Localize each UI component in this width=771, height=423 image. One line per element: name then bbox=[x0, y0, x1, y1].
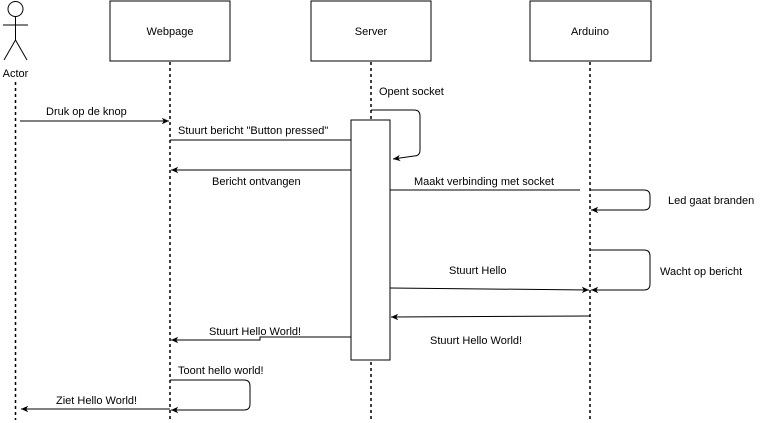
message-label-wacht: Wacht op bericht bbox=[660, 266, 742, 278]
message-label-maakt-verbinding: Maakt verbinding met socket bbox=[414, 176, 554, 188]
message-label-druk: Druk op de knop bbox=[46, 106, 127, 118]
message-label-toont: Toont hello world! bbox=[178, 365, 264, 377]
server-activation-bar bbox=[350, 119, 391, 361]
participant-webpage-label: Webpage bbox=[147, 26, 194, 38]
message-toont-arrow bbox=[170, 379, 251, 414]
message-label-opent-socket: Opent socket bbox=[379, 86, 444, 98]
stick-figure-actor-icon bbox=[3, 1, 28, 61]
participant-arduino-label: Arduino bbox=[571, 26, 609, 38]
actor[interactable]: Actor bbox=[3, 1, 29, 81]
message-label-stuurt-hello: Stuurt Hello bbox=[449, 265, 506, 277]
message-stuurt-hello-arrow bbox=[389, 286, 590, 294]
message-hello-world-arduino-arrow bbox=[390, 313, 591, 321]
message-label-hello-world-server: Stuurt Hello World! bbox=[209, 326, 301, 338]
participant-server[interactable]: Server bbox=[310, 0, 432, 62]
actor-label: Actor bbox=[3, 68, 29, 80]
message-label-ziet: Ziet Hello World! bbox=[56, 395, 137, 407]
message-label-led: Led gaat branden bbox=[668, 195, 754, 207]
message-label-stuurt-bericht: Stuurt bericht "Button pressed" bbox=[178, 125, 328, 137]
message-hello-world-server-arrow bbox=[171, 336, 351, 344]
message-opent-socket-arrow bbox=[371, 109, 421, 162]
participant-arduino[interactable]: Arduino bbox=[529, 0, 652, 62]
message-led-arrow bbox=[590, 189, 651, 214]
participant-webpage[interactable]: Webpage bbox=[109, 0, 231, 62]
participant-server-label: Server bbox=[355, 26, 388, 38]
message-label-hello-world-arduino: Stuurt Hello World! bbox=[430, 335, 522, 347]
message-wacht-arrow bbox=[590, 249, 651, 294]
message-label-bericht-ontvangen: Bericht ontvangen bbox=[212, 176, 301, 188]
